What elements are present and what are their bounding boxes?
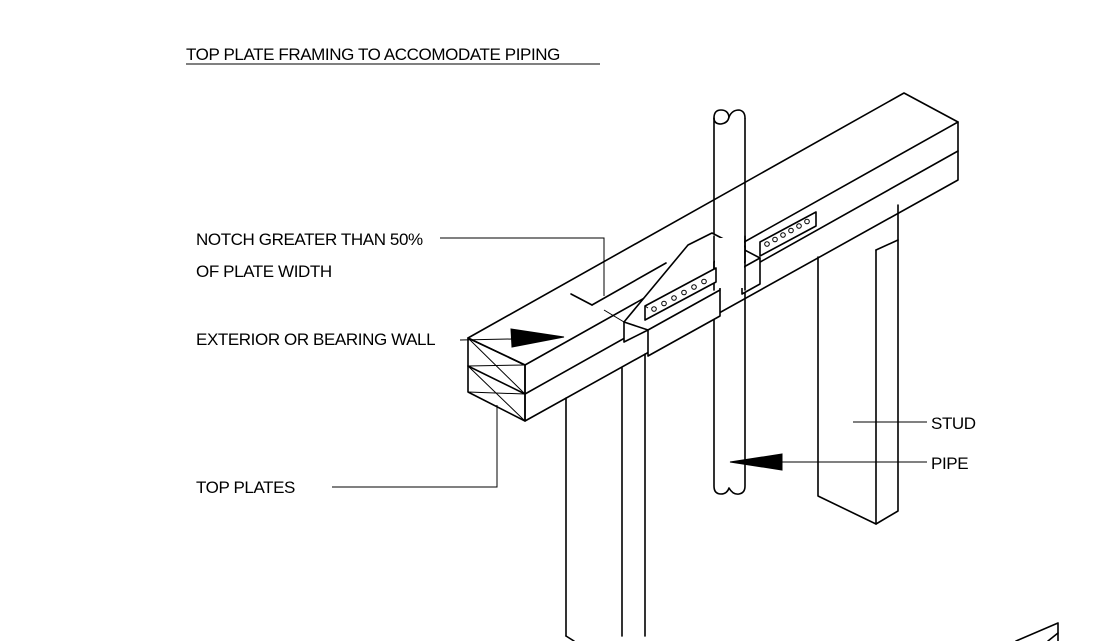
stud-left <box>565 353 646 641</box>
strap-right <box>759 211 817 257</box>
notch-label-line2: OF PLATE WIDTH <box>196 262 332 281</box>
wall-arrow <box>459 328 565 348</box>
pipe-through-notch <box>713 235 746 291</box>
diagram-title: TOP PLATE FRAMING TO ACCOMODATE PIPING <box>186 45 560 64</box>
wall-label: EXTERIOR OR BEARING WALL <box>196 330 435 349</box>
notch-dimension-marker <box>570 262 667 306</box>
pipe-label: PIPE <box>931 454 968 473</box>
stud-label: STUD <box>931 414 976 433</box>
top-plates-leader <box>332 405 498 488</box>
pipe-arrow <box>729 453 927 471</box>
stud-right <box>817 204 899 525</box>
top-plates-label: TOP PLATES <box>196 478 295 497</box>
strap-left <box>644 267 717 321</box>
partial-detail-bottom-right <box>1015 622 1059 641</box>
notch-label-line1: NOTCH GREATER THAN 50% <box>196 230 423 249</box>
pipe <box>713 109 746 495</box>
notch-leader <box>440 237 605 296</box>
